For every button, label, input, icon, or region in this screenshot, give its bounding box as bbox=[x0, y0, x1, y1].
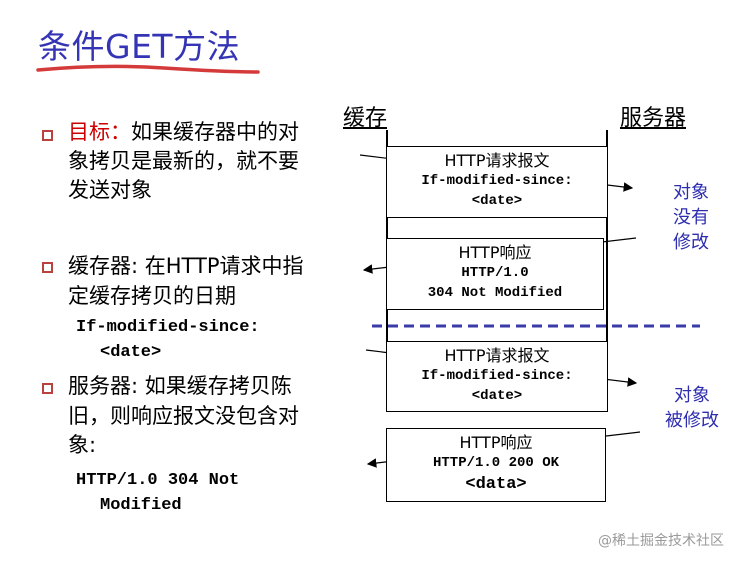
request-2-date: <date> bbox=[471, 388, 523, 404]
response-1-status: 304 Not Modified bbox=[427, 285, 563, 301]
bullet-3-line-3: 象: bbox=[68, 433, 97, 457]
response-2-status: HTTP/1.0 200 OK bbox=[432, 455, 560, 471]
watermark: @稀土掘金技术社区 bbox=[598, 533, 724, 549]
request-1-date: <date> bbox=[471, 193, 523, 209]
cache-column-label: 缓存 bbox=[343, 106, 388, 131]
bullet-marker bbox=[42, 262, 53, 273]
bullet-2-code-2: <date> bbox=[100, 343, 162, 362]
bullet-marker bbox=[42, 130, 53, 141]
response-2-box: HTTP响应 HTTP/1.0 200 OK <data> bbox=[386, 428, 606, 502]
response-2-data: <data> bbox=[465, 475, 527, 494]
bullet-3-line-2: 旧，则响应报文没包含对 bbox=[68, 404, 299, 428]
bullet-marker bbox=[42, 383, 53, 394]
title-underline bbox=[36, 64, 260, 74]
request-1-header: If-modified-since: bbox=[421, 173, 573, 189]
note-modified: 对象 被修改 bbox=[665, 385, 719, 431]
bullet-2-code-1: If-modified-since: bbox=[76, 318, 260, 337]
bullet-3-code-1: HTTP/1.0 304 Not bbox=[76, 471, 240, 490]
bullet-3-line-1: 服务器: 如果缓存拷贝陈 bbox=[68, 374, 292, 398]
response-1-version: HTTP/1.0 bbox=[461, 265, 529, 281]
bullet-3-code-2: Modified bbox=[100, 496, 182, 515]
server-column-label: 服务器 bbox=[620, 106, 687, 131]
response-1-title: HTTP响应 bbox=[458, 243, 532, 262]
bullet-1-line-2: 象拷贝是最新的，就不要 bbox=[68, 149, 299, 173]
bullet-2-line-1: 缓存器: 在HTTP请求中指 bbox=[68, 254, 304, 278]
request-1-title: HTTP请求报文 bbox=[444, 151, 550, 170]
bullet-1-line-1: 目标：如果缓存器中的对 bbox=[68, 120, 299, 144]
request-2-box: HTTP请求报文 If-modified-since: <date> bbox=[386, 341, 608, 412]
note-not-modified: 对象 没有 修改 bbox=[673, 182, 709, 253]
page-title: 条件GET方法 bbox=[38, 27, 241, 66]
goal-label: 目标： bbox=[68, 120, 131, 144]
request-2-title: HTTP请求报文 bbox=[444, 346, 550, 365]
response-1-box: HTTP响应 HTTP/1.0 304 Not Modified bbox=[386, 238, 604, 310]
request-2-header: If-modified-since: bbox=[421, 368, 573, 384]
bullet-2-line-2: 定缓存拷贝的日期 bbox=[68, 284, 236, 308]
request-1-box: HTTP请求报文 If-modified-since: <date> bbox=[386, 146, 608, 218]
bullet-1-line-3: 发送对象 bbox=[68, 178, 152, 202]
response-2-title: HTTP响应 bbox=[459, 433, 533, 452]
server-timeline bbox=[606, 130, 608, 412]
